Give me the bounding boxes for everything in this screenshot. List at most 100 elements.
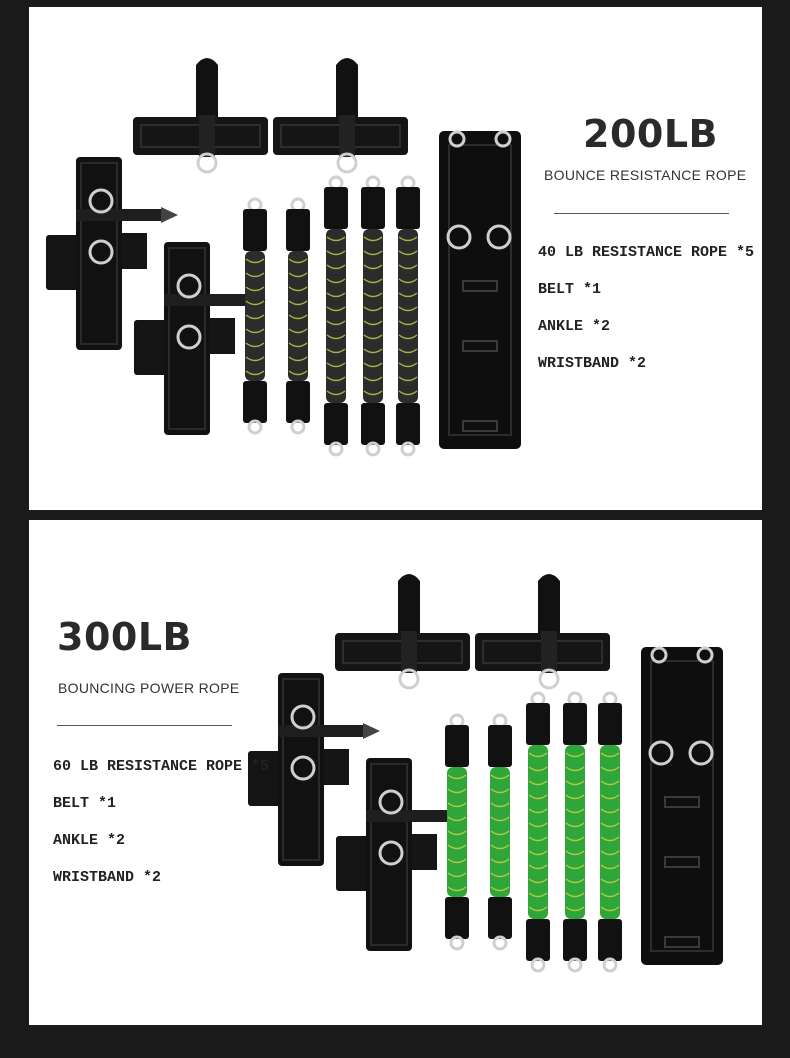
ankle-flap xyxy=(248,751,283,806)
d-ring-icon xyxy=(494,130,512,148)
d-ring-icon xyxy=(336,152,358,174)
d-ring-icon xyxy=(449,935,465,951)
rope-handle-bottom xyxy=(324,403,348,445)
d-ring-icon xyxy=(530,957,546,973)
rope-handle-top xyxy=(526,703,550,745)
waist-belt xyxy=(439,130,521,449)
panel-subtitle: BOUNCE RESISTANCE ROPE xyxy=(544,167,747,183)
d-ring-icon xyxy=(446,224,472,250)
d-ring-icon xyxy=(448,130,466,148)
d-ring-icon xyxy=(688,740,714,766)
d-ring-icon xyxy=(398,668,420,690)
rope-handle-bottom xyxy=(488,897,512,939)
rope-handle-bottom xyxy=(526,919,550,961)
d-ring-icon xyxy=(176,273,202,299)
ankle-strap xyxy=(46,157,178,350)
resistance-rope xyxy=(286,197,310,435)
panel-title: 200LB xyxy=(583,112,718,156)
d-ring-icon xyxy=(365,441,381,457)
rope-sleeve xyxy=(326,229,346,403)
d-ring-icon xyxy=(247,419,263,435)
d-ring-icon xyxy=(176,324,202,350)
rope-sleeve xyxy=(363,229,383,403)
wristband xyxy=(475,574,610,690)
rope-sleeve xyxy=(398,229,418,403)
resistance-rope xyxy=(243,197,267,435)
spec-item-rope: 60 LB RESISTANCE ROPE *5 xyxy=(53,758,270,775)
spec-item-wristband: WRISTBAND *2 xyxy=(538,355,647,372)
spec-item-ankle: ANKLE *2 xyxy=(53,832,126,849)
waist-belt xyxy=(641,646,723,965)
ankle-buckle-strap xyxy=(366,810,451,822)
d-ring-icon xyxy=(602,957,618,973)
resistance-rope xyxy=(361,175,385,457)
wristband xyxy=(335,574,470,690)
ankle-buckle-strap xyxy=(278,725,363,737)
ankle-cuff xyxy=(278,673,324,866)
rope-handle-top xyxy=(598,703,622,745)
rope-sleeve xyxy=(600,745,620,919)
d-ring-icon xyxy=(196,152,218,174)
rope-handle-top xyxy=(243,209,267,251)
d-ring-icon xyxy=(538,668,560,690)
panel-title: 300LB xyxy=(57,615,192,659)
ankle-strap xyxy=(336,758,468,951)
rope-handle-bottom xyxy=(243,381,267,423)
d-ring-icon xyxy=(290,419,306,435)
divider xyxy=(57,725,232,726)
ankle-flap xyxy=(46,235,81,290)
spec-item-belt: BELT *1 xyxy=(53,795,117,812)
rope-handle-bottom xyxy=(598,919,622,961)
ankle-cuff xyxy=(366,758,412,951)
rope-handle-bottom xyxy=(445,897,469,939)
wristband xyxy=(273,58,408,174)
d-ring-icon xyxy=(400,441,416,457)
product-photo-200lb xyxy=(46,58,521,457)
rope-sleeve xyxy=(528,745,548,919)
d-ring-icon xyxy=(378,840,404,866)
rope-handle-top xyxy=(396,187,420,229)
d-ring-icon xyxy=(492,935,508,951)
rope-handle-top xyxy=(324,187,348,229)
rope-handle-bottom xyxy=(361,403,385,445)
d-ring-icon xyxy=(648,740,674,766)
spec-item-belt: BELT *1 xyxy=(538,281,602,298)
wristband-loop xyxy=(538,574,560,641)
ankle-cuff xyxy=(76,157,122,350)
product-photo-300lb xyxy=(248,574,723,973)
ankle-buckle-strap xyxy=(164,294,249,306)
rope-handle-bottom xyxy=(286,381,310,423)
d-ring-icon xyxy=(650,646,668,664)
rope-handle-top xyxy=(563,703,587,745)
rope-sleeve xyxy=(288,251,308,381)
d-ring-icon xyxy=(378,789,404,815)
resistance-rope xyxy=(324,175,348,457)
rope-handle-bottom xyxy=(563,919,587,961)
d-ring-icon xyxy=(567,957,583,973)
rope-sleeve xyxy=(447,767,467,897)
d-ring-icon xyxy=(88,239,114,265)
rope-handle-top xyxy=(445,725,469,767)
d-ring-icon xyxy=(88,188,114,214)
ankle-buckle-strap xyxy=(76,209,161,221)
product-panel-300lb: 300LB BOUNCING POWER ROPE 60 LB RESISTAN… xyxy=(29,520,762,1025)
resistance-rope xyxy=(598,691,622,973)
spec-item-rope: 40 LB RESISTANCE ROPE *5 xyxy=(538,244,755,261)
wristband xyxy=(133,58,268,174)
resistance-rope xyxy=(526,691,550,973)
buckle-icon xyxy=(363,723,380,739)
resistance-rope xyxy=(396,175,420,457)
ankle-flap xyxy=(134,320,169,375)
wristband-loop xyxy=(196,58,218,125)
ankle-flap xyxy=(336,836,371,891)
rope-handle-top xyxy=(361,187,385,229)
ankle-cuff xyxy=(164,242,210,435)
divider xyxy=(554,213,729,214)
rope-handle-top xyxy=(286,209,310,251)
d-ring-icon xyxy=(290,755,316,781)
rope-handle-bottom xyxy=(396,403,420,445)
spec-item-ankle: ANKLE *2 xyxy=(538,318,611,335)
resistance-rope xyxy=(563,691,587,973)
rope-sleeve xyxy=(245,251,265,381)
rope-sleeve xyxy=(490,767,510,897)
